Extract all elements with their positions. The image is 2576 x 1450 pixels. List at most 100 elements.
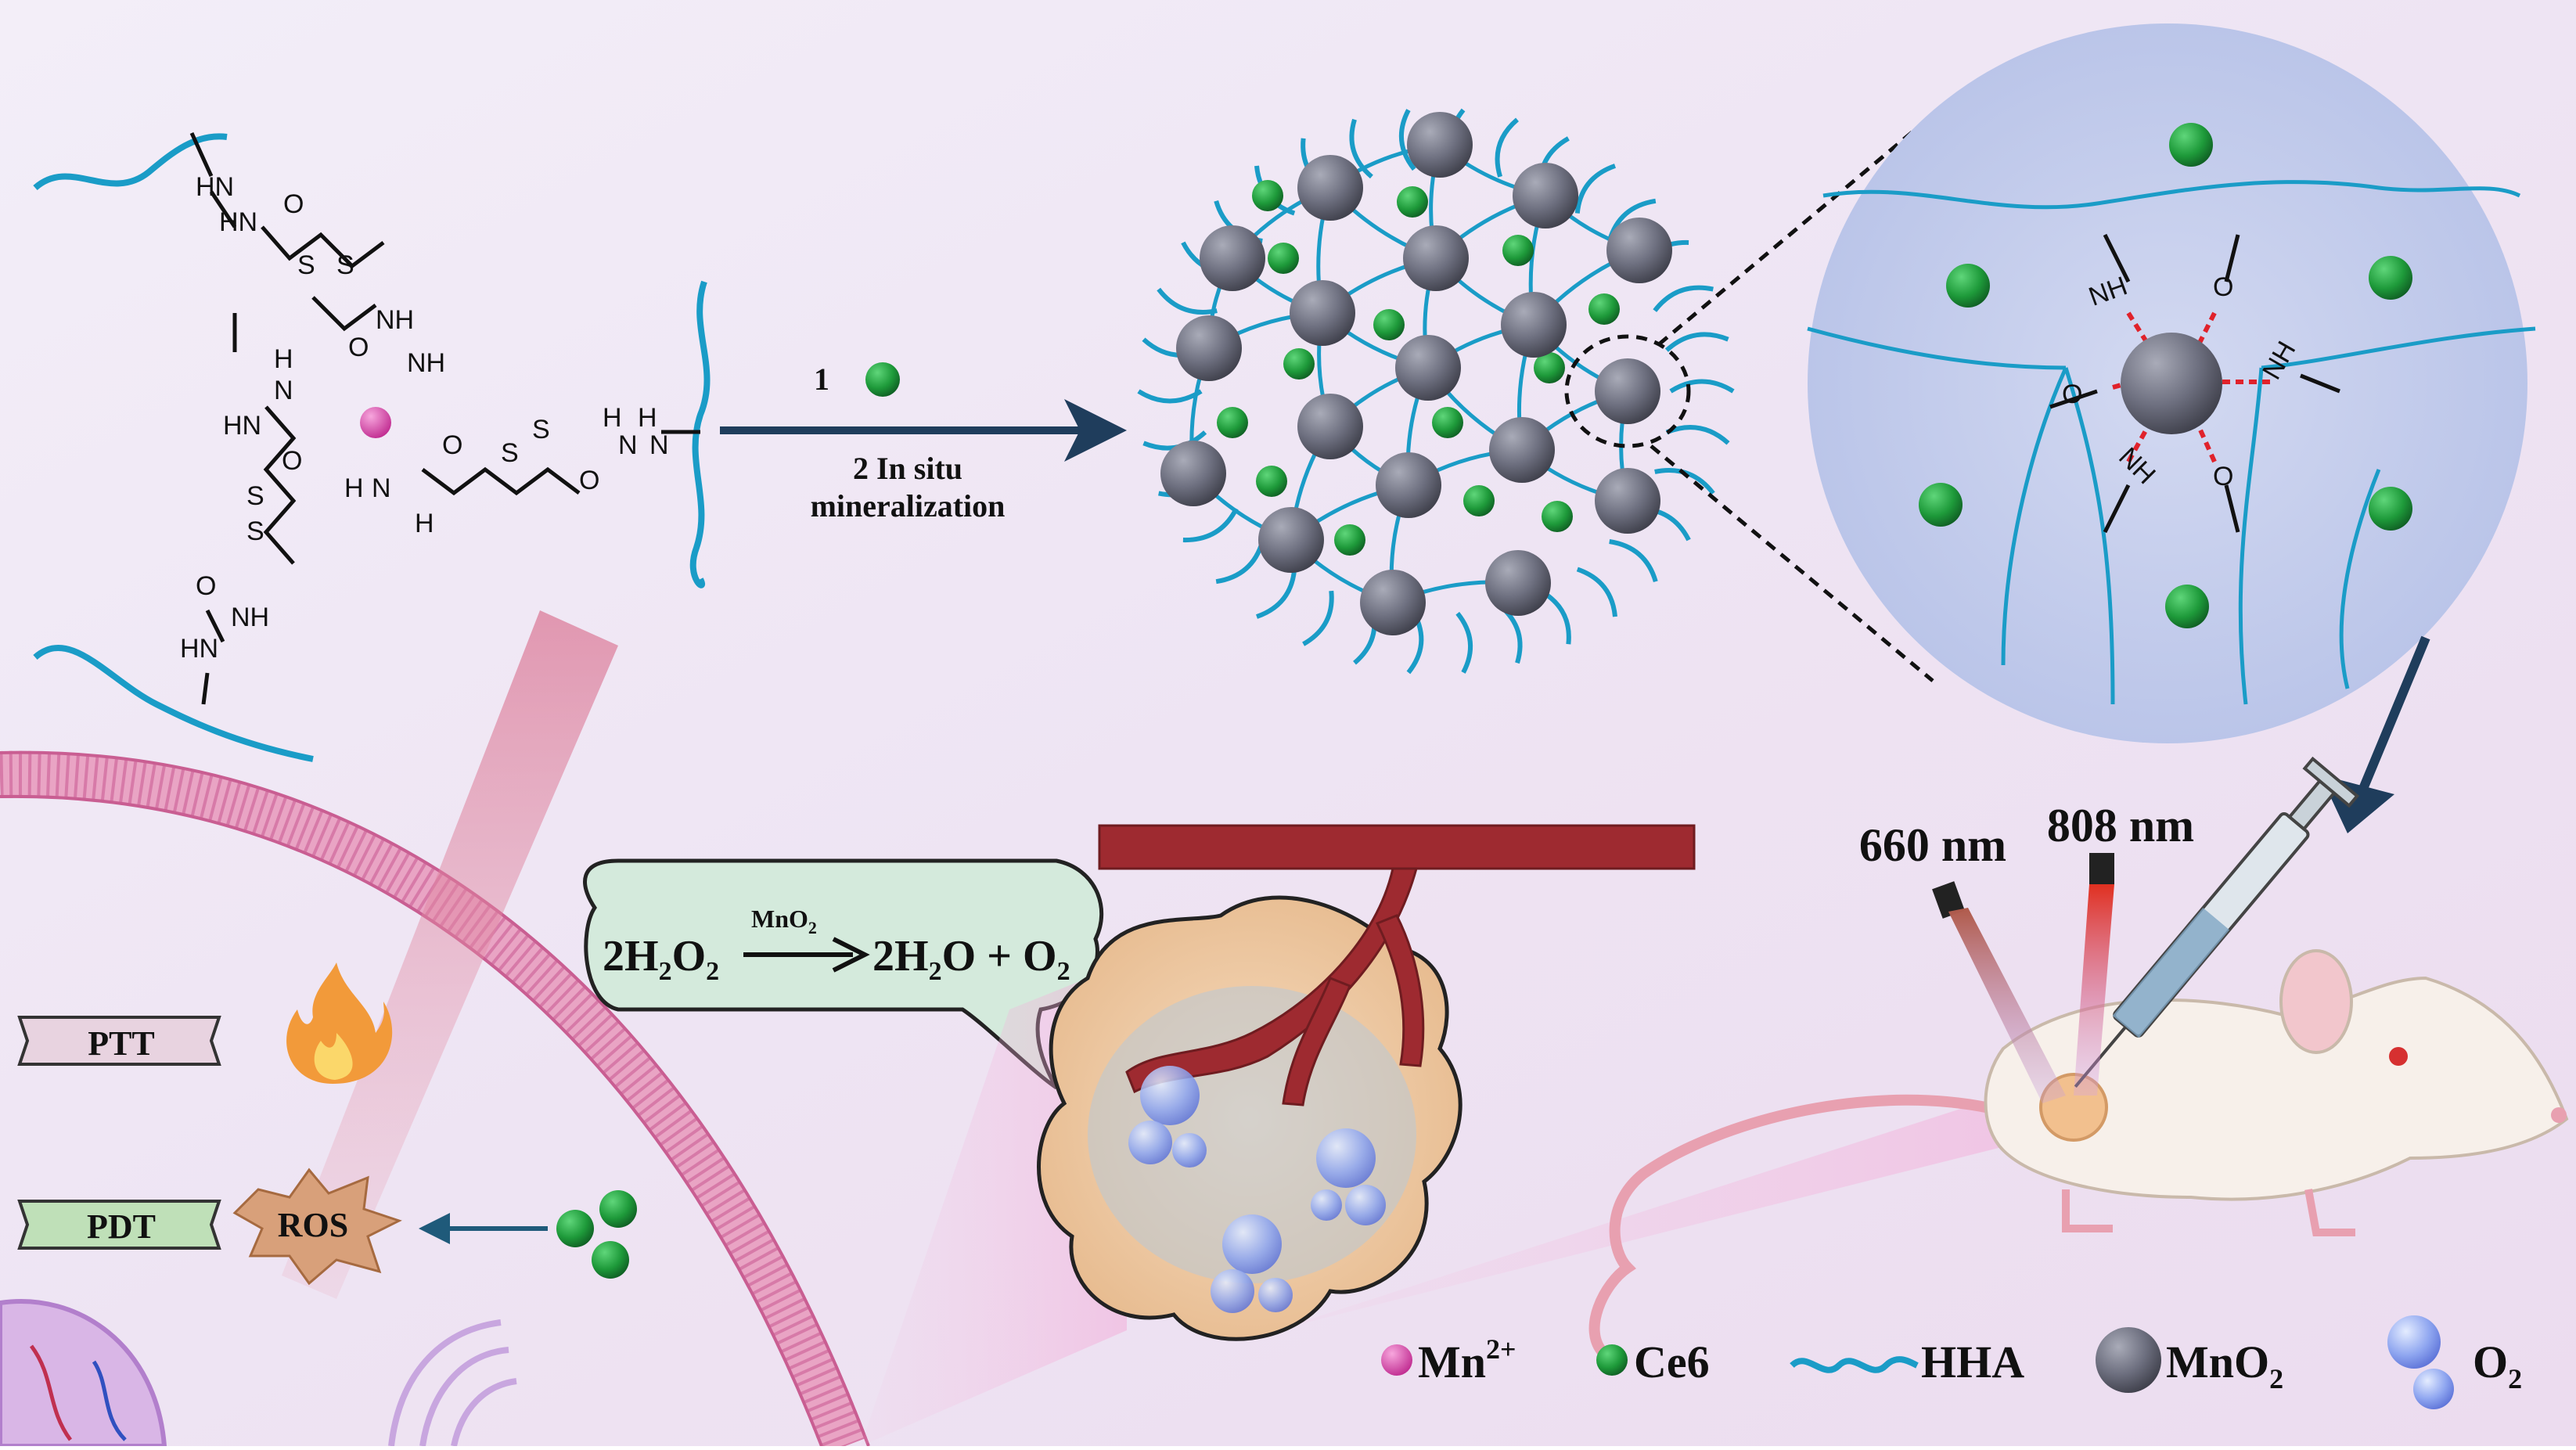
o2-bubble — [1222, 1214, 1282, 1274]
hha-chain-strand — [1182, 507, 1239, 543]
o2-bubble — [1140, 1066, 1200, 1125]
hha-chain-strand — [1349, 118, 1373, 179]
legend-mno2-label: MnO2 — [2166, 1337, 2283, 1394]
mno2-particle — [1407, 112, 1473, 178]
mno2-particle — [1258, 507, 1324, 573]
atom-n-left: N — [274, 376, 293, 405]
zoom-line-top — [1657, 100, 1950, 346]
atom-s-2: S — [336, 250, 354, 280]
hha-chain-strand — [1255, 569, 1297, 619]
hha-chain-strand — [1669, 379, 1735, 394]
step-2-label-line1: 2 In situ — [853, 451, 962, 486]
legend-o2-label: O2 — [2473, 1337, 2522, 1394]
step-1-label: 1 — [814, 362, 829, 397]
ce6-molecule — [1252, 180, 1283, 211]
syringe — [2074, 756, 2360, 1088]
ce6-molecule — [1283, 348, 1315, 380]
reaction-left: 2H2O2 — [603, 932, 719, 986]
blood-vessel — [1098, 824, 1696, 1106]
hha-chain-strand — [1576, 567, 1617, 617]
legend: Mn2+ Ce6 HHA MnO2 O2 — [1381, 1315, 2522, 1409]
mno2-particle — [1501, 292, 1567, 358]
atom-o-left2: O — [196, 571, 216, 601]
atom-hn-bottom: HN — [180, 634, 218, 664]
oxygen-bubbles — [1128, 1066, 1386, 1313]
ce6-cluster — [556, 1190, 637, 1279]
atom-hn-1: HN — [196, 172, 234, 202]
laser-808: 808 nm — [2047, 800, 2194, 1096]
ce6-molecule — [1256, 466, 1287, 497]
mno2-particle — [1606, 218, 1672, 283]
atom-h-end2: H — [638, 403, 657, 433]
synthesis-arrow: 1 2 In situ mineralization — [720, 362, 1127, 524]
ce6-molecule — [1397, 186, 1428, 218]
zoom-hha-chains — [1807, 180, 2536, 705]
zoom-selection-circle — [1564, 334, 1691, 448]
atom-h2-left: H — [274, 344, 293, 374]
hha-chain-strand — [1664, 332, 1729, 352]
ce6-molecule — [1268, 243, 1299, 274]
ce6-molecule — [1534, 352, 1565, 383]
hha-chain-strand — [1574, 164, 1617, 214]
ce6-molecule — [1502, 235, 1534, 266]
o2-bubble — [1211, 1269, 1254, 1313]
mouse-nose — [2551, 1107, 2567, 1123]
mno2-particle — [1297, 394, 1363, 459]
pdt-label: PDT — [87, 1207, 156, 1246]
zoom-coordination-bonds — [2112, 311, 2273, 463]
atom-n-end2: N — [649, 430, 669, 460]
atom-nh-1: NH — [376, 305, 414, 335]
mno2-particle — [1595, 358, 1660, 424]
pdt-badge — [17, 1200, 221, 1250]
legend-o2-marker — [2387, 1315, 2454, 1409]
zoom-ligand-bonds — [2049, 233, 2340, 534]
nucleus-partial — [0, 1299, 167, 1448]
mno2-particle — [1290, 280, 1355, 346]
hha-chain-strand — [1398, 109, 1416, 171]
mno2-particle — [1176, 315, 1242, 381]
legend-mno2-marker — [2096, 1327, 2161, 1393]
legend-hha-label: HHA — [1921, 1337, 2024, 1387]
zoom-o-b: O — [2062, 380, 2082, 409]
atom-s-5: S — [501, 438, 519, 468]
o2-bubble — [1311, 1189, 1342, 1221]
step-2-label-line2: mineralization — [811, 488, 1006, 524]
hha-molecular-structure — [33, 131, 711, 762]
zoom-o-c: O — [2213, 462, 2233, 491]
atom-nh2-1: NH — [407, 348, 445, 378]
cell-uptake-beam — [282, 610, 618, 1299]
mno2-particle — [1160, 441, 1226, 506]
legend-hha-marker — [1790, 1356, 1919, 1373]
ros-label: ROS — [278, 1206, 348, 1244]
ce6-molecule — [1334, 524, 1365, 556]
zoom-ce6-molecules — [1919, 123, 2412, 628]
mno2-particle — [1376, 452, 1441, 518]
mno2-particle — [1297, 155, 1363, 221]
o2-bubble — [1128, 1121, 1172, 1164]
mno2-particle — [1395, 335, 1461, 401]
hha-chain-strand — [1609, 539, 1658, 583]
ce6-molecule — [1432, 407, 1463, 438]
ros-burst: ROS — [232, 1168, 402, 1286]
hha-chain-strand — [1654, 467, 1715, 495]
ce6-step-icon — [865, 362, 900, 397]
mno2-particle — [1485, 550, 1551, 616]
reaction-right: 2H2O + O2 — [872, 932, 1070, 986]
atom-h-end: H — [603, 403, 622, 433]
ce6-molecule — [1542, 501, 1573, 532]
ce6-molecule — [1217, 407, 1248, 438]
atom-o-right: O — [442, 430, 462, 460]
reaction-arrow-head — [832, 937, 870, 973]
ce6-molecule — [1373, 309, 1405, 340]
atom-o-2: O — [348, 333, 369, 362]
hha-chain-strand — [1157, 287, 1218, 315]
atom-s-1: S — [297, 250, 315, 280]
mouse-eye — [2389, 1047, 2408, 1066]
legend-ce6-marker — [1596, 1344, 1628, 1376]
atom-s-3: S — [246, 481, 264, 511]
mno2-particle — [1200, 225, 1265, 291]
atom-h2n-right: H — [344, 473, 364, 503]
mno2-particle — [1489, 417, 1555, 483]
ce6-to-ros-arrow — [419, 1213, 548, 1244]
